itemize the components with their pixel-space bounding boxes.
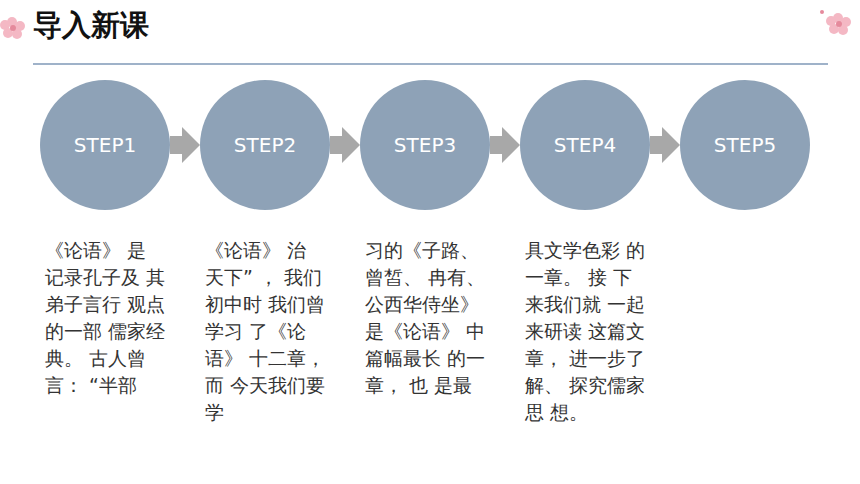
step-label: STEP4 — [554, 133, 616, 157]
step-description: 《论语》 治 天下” ， 我们初中时 我们曾学习 了《论语》 十二章， 而 今天… — [205, 237, 331, 426]
step-node: STEP2《论语》 治 天下” ， 我们初中时 我们曾学习 了《论语》 十二章，… — [200, 80, 330, 210]
slide-title: 导入新课 — [33, 6, 149, 46]
step-label: STEP3 — [394, 133, 456, 157]
step-node: STEP4具文学色彩 的一章。 接 下来我们就 一起来研读 这篇文章， 进一步了… — [520, 80, 650, 210]
title-rule — [33, 63, 828, 65]
block-arrow — [490, 127, 520, 163]
step-description: 具文学色彩 的一章。 接 下来我们就 一起来研读 这篇文章， 进一步了解、 探究… — [525, 237, 651, 426]
step-description: 《论语》 是 记录孔子及 其弟子言行 观点的一部 儒家经典。 古人曾言： “半部 — [45, 237, 171, 399]
step-node: STEP1《论语》 是 记录孔子及 其弟子言行 观点的一部 儒家经典。 古人曾言… — [40, 80, 170, 210]
flower-right — [820, 10, 851, 35]
step-node: STEP5 — [680, 80, 810, 210]
block-arrow — [650, 127, 680, 163]
step-label: STEP2 — [234, 133, 296, 157]
step-label: STEP1 — [74, 133, 136, 157]
step-description: 习的《子路、 曾皙、 冉有、 公西华侍坐》 是《论语》 中篇幅最长 的一章， 也… — [365, 237, 491, 399]
flower-left — [0, 17, 25, 39]
step-node: STEP3习的《子路、 曾皙、 冉有、 公西华侍坐》 是《论语》 中篇幅最长 的… — [360, 80, 490, 210]
step-circle: STEP3 — [360, 80, 490, 210]
step-circle: STEP1 — [40, 80, 170, 210]
step-circle: STEP2 — [200, 80, 330, 210]
block-arrow — [170, 127, 200, 163]
block-arrow — [330, 127, 360, 163]
step-circle: STEP5 — [680, 80, 810, 210]
step-circle: STEP4 — [520, 80, 650, 210]
step-label: STEP5 — [714, 133, 776, 157]
